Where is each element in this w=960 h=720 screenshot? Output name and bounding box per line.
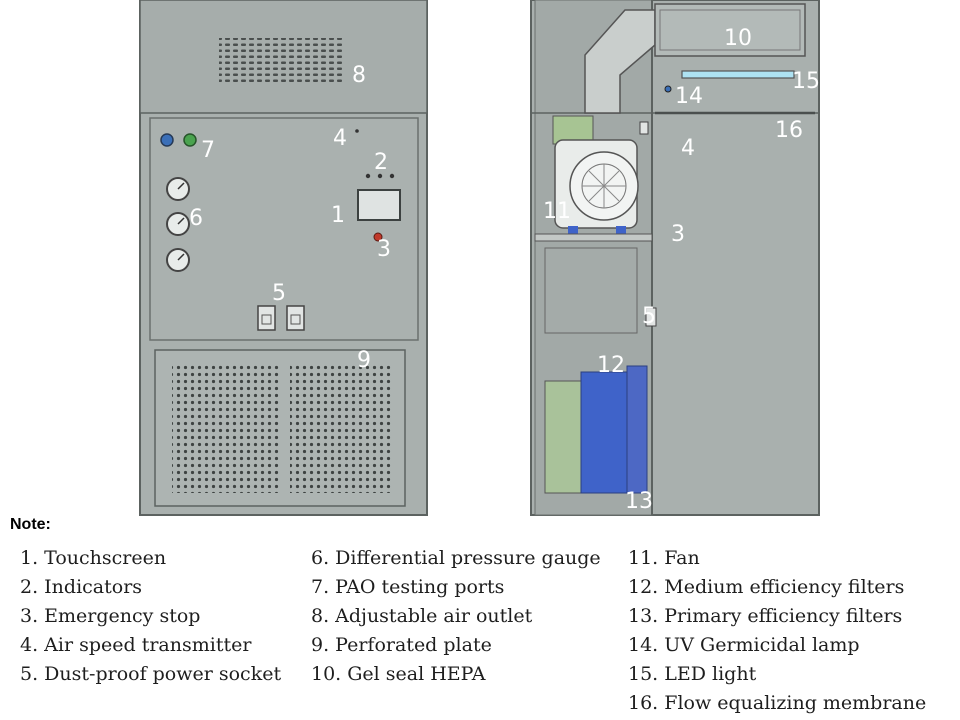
primary-efficiency-filter: [626, 365, 648, 494]
legend-item: 6. Differential pressure gauge: [311, 547, 601, 569]
legend-item: 5. Dust-proof power socket: [20, 663, 282, 685]
middle-chamber: [544, 247, 638, 334]
uv-lamp-icon: [664, 85, 672, 93]
pao-port-blue-icon: [160, 133, 174, 147]
legend-column-3: 11. Fan 12. Medium efficiency filters 13…: [628, 544, 926, 718]
callout-8: 8: [352, 63, 366, 88]
medium-efficiency-filter: [580, 371, 628, 494]
legend-item: 3. Emergency stop: [20, 605, 201, 627]
callout-2: 2: [374, 150, 388, 175]
legend-item: 2. Indicators: [20, 576, 143, 598]
front-control-panel: [149, 117, 419, 341]
gel-seal-hepa: [654, 3, 806, 57]
front-view: 8 4 7 2 6 1 3 5 9: [139, 0, 428, 516]
indicator-lights: [365, 173, 395, 179]
socket-icon-side: [645, 307, 657, 327]
small-sensor: [639, 121, 649, 135]
callout-15: 15: [792, 69, 820, 94]
callout-10: 10: [724, 26, 752, 51]
perforation-right: [290, 365, 392, 493]
pressure-gauges: [166, 177, 190, 272]
legend-column-1: 1. Touchscreen 2. Indicators 3. Emergenc…: [20, 544, 281, 689]
callout-1: 1: [331, 203, 345, 228]
side-view: 10 15 14 16 4 11 3 5 12 13: [530, 0, 820, 516]
callout-4-side: 4: [681, 136, 695, 161]
callout-3-side: 3: [671, 222, 685, 247]
callout-4: 4: [333, 126, 347, 151]
led-light: [681, 70, 795, 79]
legend-item: 12. Medium efficiency filters: [628, 576, 905, 598]
air-speed-transmitter-icon: [355, 129, 359, 133]
legend-item: 9. Perforated plate: [311, 634, 492, 656]
legend-item: 4. Air speed transmitter: [20, 634, 252, 656]
touchscreen: [357, 189, 401, 221]
legend-item: 16. Flow equalizing membrane: [628, 692, 927, 714]
callout-13: 13: [625, 489, 653, 514]
legend-item: 7. PAO testing ports: [311, 576, 505, 598]
callout-14: 14: [675, 84, 703, 109]
callout-11: 11: [543, 199, 571, 224]
primary-filter-green: [544, 380, 582, 494]
legend-column-2: 6. Differential pressure gauge 7. PAO te…: [311, 544, 601, 689]
note-title: Note:: [10, 516, 51, 533]
pao-port-green-icon: [183, 133, 197, 147]
perforation-left: [172, 365, 280, 493]
callout-16: 16: [775, 118, 803, 143]
legend-item: 15. LED light: [628, 663, 757, 685]
legend-item: 8. Adjustable air outlet: [311, 605, 533, 627]
legend-item: 14. UV Germicidal lamp: [628, 634, 860, 656]
emergency-stop-icon: [373, 232, 383, 242]
legend-item: 13. Primary efficiency filters: [628, 605, 903, 627]
legend-item: 1. Touchscreen: [20, 547, 167, 569]
fan-icon: [554, 139, 639, 234]
callout-7: 7: [201, 138, 215, 163]
socket-icon: [257, 305, 276, 331]
socket-icon: [286, 305, 305, 331]
callout-9: 9: [357, 348, 371, 373]
callout-3: 3: [377, 237, 391, 262]
callout-12: 12: [597, 353, 625, 378]
adjustable-air-outlet: [219, 38, 345, 84]
callout-6: 6: [189, 206, 203, 231]
callout-5-side: 5: [642, 304, 656, 329]
equipment-diagram: 8 4 7 2 6 1 3 5 9: [139, 0, 820, 516]
power-sockets: [257, 305, 305, 331]
fan-support-rail: [534, 233, 653, 242]
callout-5: 5: [272, 281, 286, 306]
legend-item: 10. Gel seal HEPA: [311, 663, 486, 685]
legend-item: 11. Fan: [628, 547, 700, 569]
